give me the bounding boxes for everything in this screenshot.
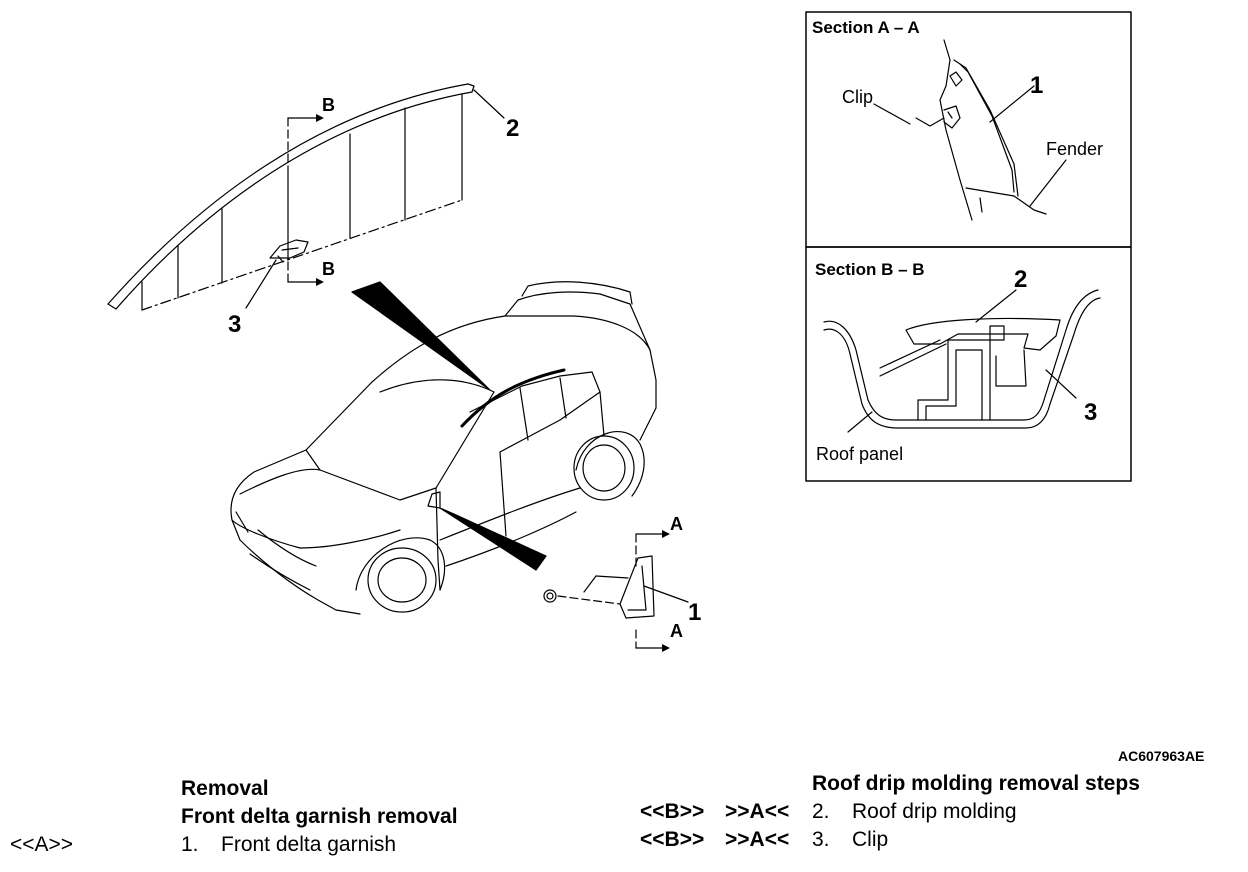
section-b-callout-2: 2 bbox=[1014, 266, 1027, 293]
front-delta-garnish-drawing bbox=[543, 533, 689, 649]
step-3-mark-b: <<B>> bbox=[640, 828, 705, 851]
section-b-title: Section B – B bbox=[815, 260, 925, 279]
step-3-mark-a: >>A<< bbox=[725, 828, 790, 851]
step-3-text: Clip bbox=[852, 828, 889, 851]
step-1-number: 1. bbox=[181, 833, 199, 856]
figure-id: AC607963AE bbox=[1118, 748, 1205, 764]
step-3-number: 3. bbox=[812, 828, 830, 851]
callout-a-top: A bbox=[670, 514, 683, 534]
step-2-number: 2. bbox=[812, 800, 830, 823]
step-mark-a: <<A>> bbox=[10, 833, 74, 856]
step-2-text: Roof drip molding bbox=[852, 800, 1017, 823]
section-a-callout-1: 1 bbox=[1030, 72, 1043, 99]
section-a-fender-label: Fender bbox=[1046, 139, 1103, 159]
step-2-mark-b: <<B>> bbox=[640, 800, 705, 823]
car-body-drawing bbox=[230, 281, 657, 615]
section-b-drawing bbox=[823, 289, 1101, 433]
removal-heading: Removal bbox=[181, 777, 269, 800]
section-a-clip-label: Clip bbox=[842, 87, 873, 107]
callout-1-main: 1 bbox=[688, 599, 701, 626]
roof-drip-molding-drawing bbox=[107, 83, 505, 311]
section-a-drawing bbox=[873, 39, 1067, 221]
front-delta-garnish-removal-heading: Front delta garnish removal bbox=[181, 805, 458, 828]
callout-a-bottom: A bbox=[670, 621, 683, 641]
section-a-title: Section A – A bbox=[812, 18, 920, 37]
step-2-mark-a: >>A<< bbox=[725, 800, 790, 823]
callout-3-main: 3 bbox=[228, 311, 241, 338]
step-1-text: Front delta garnish bbox=[221, 833, 397, 856]
callout-b-top: B bbox=[322, 95, 335, 115]
callout-b-bottom: B bbox=[322, 259, 335, 279]
roof-drip-heading: Roof drip molding removal steps bbox=[812, 772, 1140, 795]
section-b-roof-panel-label: Roof panel bbox=[816, 444, 903, 464]
callout-2-main: 2 bbox=[506, 115, 519, 142]
section-b-callout-3: 3 bbox=[1084, 399, 1097, 426]
